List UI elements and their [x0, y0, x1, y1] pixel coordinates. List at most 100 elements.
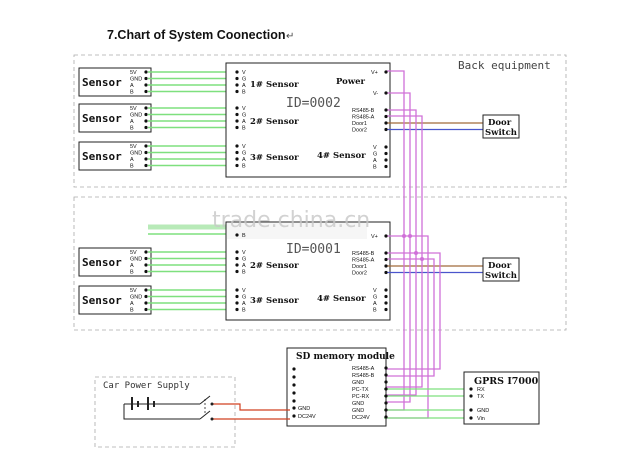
- pin-dot: [235, 301, 239, 305]
- pin-dot: [144, 294, 148, 299]
- pin-dot: [384, 408, 388, 412]
- pin-rs485-b: RS485-B: [352, 251, 375, 257]
- gprs-pin-rx: RX: [477, 387, 485, 393]
- pin-v: V: [242, 288, 246, 294]
- pin-g: G: [242, 77, 246, 83]
- pin-dot: [235, 76, 239, 81]
- gprs-pin-gnd: GND: [477, 408, 489, 414]
- pin-dot: [384, 257, 388, 262]
- pin-dot: [144, 70, 148, 74]
- pin-dot: [235, 119, 239, 123]
- pin-a: A: [242, 119, 246, 125]
- pin-dot: [235, 106, 239, 110]
- sensor-pin-a: A: [130, 301, 134, 307]
- pin-rs485-a: RS485-A: [352, 115, 375, 121]
- pin-b: B: [242, 126, 246, 132]
- slot-4-label: 4# Sensor: [317, 151, 366, 161]
- sensor-pin-gnd: GND: [130, 151, 142, 157]
- sensor-label: Sensor: [82, 150, 122, 163]
- pin-b: B: [242, 164, 246, 170]
- pin-dot: [144, 144, 148, 148]
- sensor-pin-b: B: [130, 308, 134, 314]
- pin-g: G: [242, 295, 246, 301]
- back-equipment-enclosure: [73, 54, 567, 188]
- pin-dot: [384, 70, 388, 74]
- sensor-wires-top: [148, 71, 236, 167]
- switch-label: Switch: [485, 271, 517, 281]
- pin-dot: [384, 127, 388, 132]
- pin-dot: [235, 269, 239, 274]
- pin-door1: Door1: [352, 264, 367, 270]
- pin-v: V: [373, 288, 377, 294]
- sensor-top-3: Sensor 5V GND A B: [78, 141, 152, 171]
- pin-dot: [384, 108, 388, 112]
- pin-dot: [384, 366, 388, 370]
- pin-dot: [144, 250, 148, 254]
- pin-dot: [144, 269, 148, 274]
- pin-dot: [235, 263, 239, 267]
- pin-b: B: [242, 308, 246, 314]
- pin-a: A: [373, 301, 377, 307]
- sensor-pin-gnd: GND: [130, 77, 142, 83]
- door-switch-bottom: Door Switch: [386, 257, 520, 282]
- pin-dot: [235, 144, 239, 148]
- pin-dot: [235, 125, 239, 130]
- pin-dot: [384, 380, 388, 384]
- car-power-label: Car Power Supply: [103, 381, 190, 391]
- sensor-label: Sensor: [82, 112, 122, 125]
- pin-door2: Door2: [352, 128, 367, 134]
- pin-dot: [384, 415, 388, 419]
- pin-dot: [235, 163, 239, 168]
- sensor-pin-b: B: [130, 270, 134, 276]
- pin-dot: [384, 294, 388, 299]
- pin-dot: [384, 91, 388, 95]
- pin-dot: [144, 106, 148, 110]
- page-title: 7.Chart of System Coonection: [107, 28, 286, 42]
- pin-g: G: [373, 295, 377, 301]
- power-label: Power: [336, 77, 366, 87]
- car-power-enclosure: [94, 376, 236, 448]
- door-label: Door: [488, 261, 512, 271]
- sensor-pin-5v: 5V: [130, 70, 137, 76]
- pin-dot: [144, 89, 148, 94]
- sensor-label: Sensor: [82, 256, 122, 269]
- slot-2-label: 2# Sensor: [250, 117, 299, 127]
- pin-g: G: [242, 113, 246, 119]
- pin-v-plus: V+: [371, 70, 378, 76]
- pin-v: V: [242, 70, 246, 76]
- front-equipment-enclosure: [73, 196, 567, 331]
- pin-v-plus: V+: [371, 234, 378, 240]
- pin-dot: [144, 256, 148, 261]
- pin-dot: [384, 164, 388, 169]
- pin-dot: [384, 307, 388, 312]
- sensor-pin-a: A: [130, 157, 134, 163]
- pin-a: A: [373, 158, 377, 164]
- pin-dot: [144, 150, 148, 155]
- switch-label: Switch: [485, 128, 517, 138]
- sd-pin-dc24v: DC24V: [352, 415, 370, 421]
- controller-board-0002: ID=0002 1# Sensor 2# Sensor 3# Sensor 4#…: [225, 62, 391, 178]
- pin-dot: [144, 301, 148, 305]
- pin-a: A: [242, 263, 246, 269]
- pin-rs485-a: RS485-A: [352, 258, 375, 264]
- door-switch-top: Door Switch: [386, 114, 520, 139]
- pin-v-minus: V-: [373, 91, 378, 97]
- sd-pin-pc-rx: PC-RX: [352, 394, 369, 400]
- sensor-label: Sensor: [82, 294, 122, 307]
- back-equipment-label: Back equipment: [458, 59, 551, 72]
- sensor-pin-5v: 5V: [130, 144, 137, 150]
- pin-dot: [235, 70, 239, 74]
- sensor-pin-b: B: [130, 126, 134, 132]
- pin-g: G: [373, 152, 377, 158]
- pin-dot: [235, 89, 239, 94]
- pin-dot: [469, 416, 473, 420]
- sensor-label: Sensor: [82, 76, 122, 89]
- pin-dot: [469, 387, 473, 391]
- pin-dot: [384, 288, 388, 292]
- pin-b: B: [242, 270, 246, 276]
- sd-pin-gnd-left: GND: [298, 406, 310, 412]
- pin-dot: [292, 414, 296, 418]
- pin-dot: [235, 112, 239, 117]
- gprs-pin-vin: Vin: [477, 416, 485, 422]
